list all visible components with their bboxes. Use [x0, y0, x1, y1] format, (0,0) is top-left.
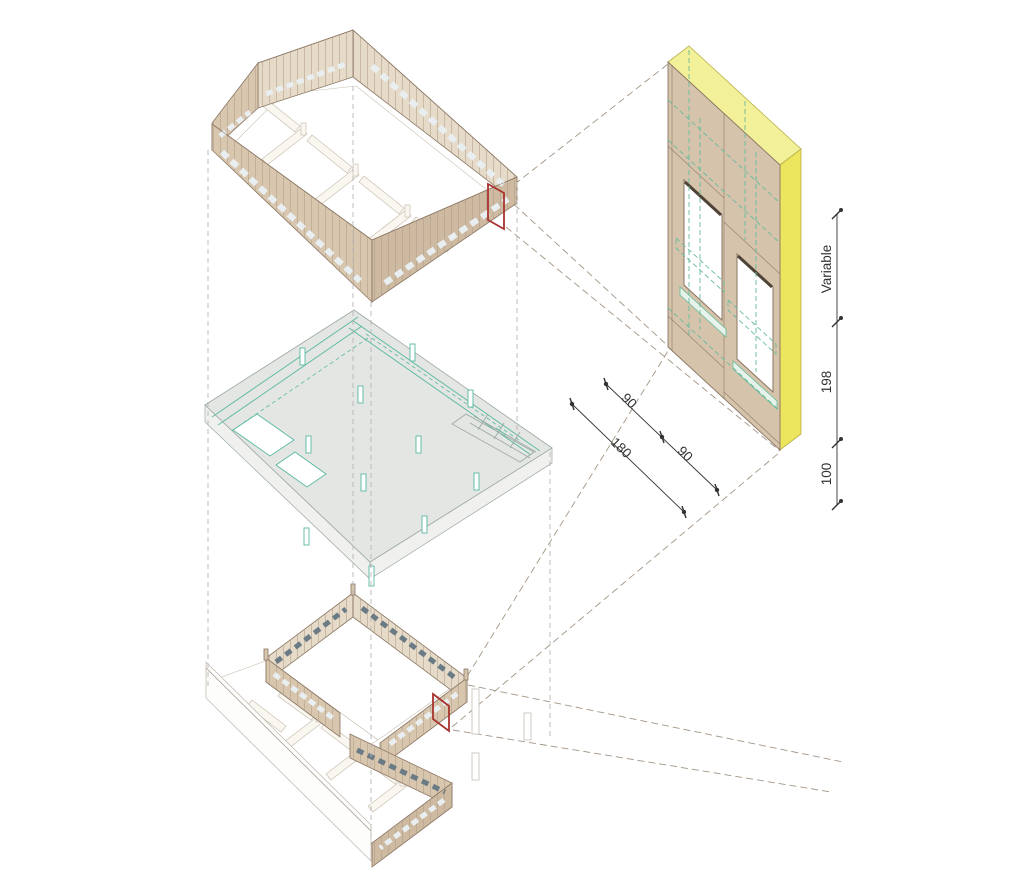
ground-windows-end	[378, 798, 446, 850]
slab-opening-2	[275, 451, 327, 488]
panel-window-left	[679, 178, 727, 338]
upper-windows-chamfer	[218, 110, 252, 138]
dim-180-label: 180	[608, 435, 635, 461]
dim-chain-width: 90 90 180	[569, 377, 720, 519]
panel-window-right	[732, 252, 778, 410]
dim-90-lower-label: 90	[675, 443, 696, 464]
floor-slab-axon	[204, 309, 553, 587]
ground-floor-axon	[205, 583, 532, 868]
projection-lines	[449, 63, 844, 793]
insulation-side-face	[779, 148, 802, 451]
upper-windows-sw	[219, 149, 363, 284]
dim-90-upper-label: 90	[619, 390, 640, 411]
ghost-post-3	[471, 752, 480, 781]
dimension-annotations: Variable 198 100 90 90 180	[569, 208, 843, 519]
slab-opening-1	[232, 413, 295, 457]
ground-windows-nw	[274, 607, 348, 664]
upper-windows-nw	[265, 61, 347, 97]
ground-windows-se	[388, 691, 460, 746]
ghost-post-1	[471, 688, 480, 735]
upper-windows-ne	[369, 63, 510, 191]
dim-198-label: 198	[819, 371, 834, 394]
panel-hidden-framing	[667, 50, 781, 412]
slab-top-face	[204, 309, 553, 563]
slab-stair-detail	[451, 413, 537, 463]
ground-white-wall-plane	[205, 661, 372, 862]
ghost-post-2	[523, 712, 532, 741]
dim-ticks-vertical	[831, 208, 843, 511]
highlight-ground-panel	[432, 692, 450, 733]
dim-100-label: 100	[819, 463, 834, 486]
dim-chain-vertical: Variable 198 100	[819, 208, 843, 511]
slab-connector-stubs	[299, 343, 480, 587]
ground-windows-sw	[272, 672, 336, 721]
dim-variable-label: Variable	[819, 245, 834, 294]
wall-panel-detail	[667, 45, 802, 452]
vertical-guides	[207, 86, 551, 845]
ground-windows-ne	[360, 606, 460, 682]
ground-floor-walls	[263, 583, 469, 868]
upper-floor-axon	[211, 29, 518, 303]
ground-windows-mid	[355, 747, 447, 795]
highlight-upper-panel	[487, 182, 505, 231]
